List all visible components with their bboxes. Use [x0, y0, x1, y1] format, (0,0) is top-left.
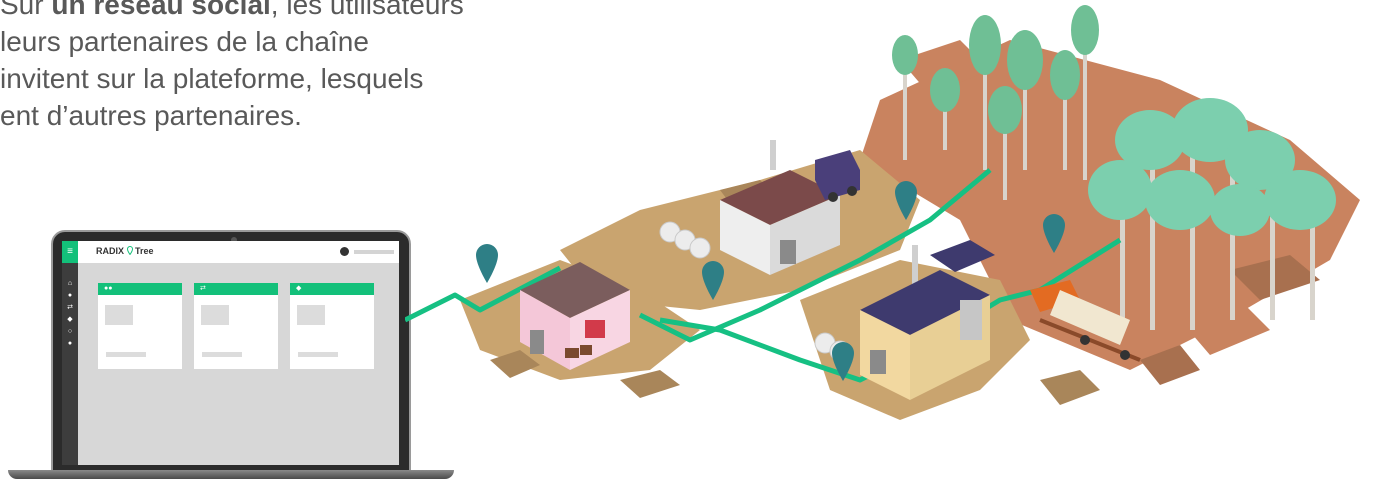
tag-icon[interactable]: ◆ — [62, 315, 78, 324]
app-screen: ≡ ⌂ ● ⇄ ◆ ○ ● RADIX Tree ●● ⇄ — [62, 241, 399, 465]
dashboard-card-products[interactable]: ◆ — [290, 283, 374, 369]
shuffle-icon[interactable]: ⇄ — [62, 303, 78, 312]
brand-right-text: Tree — [135, 246, 154, 256]
dashboard-card-exchanges[interactable]: ⇄ — [194, 283, 278, 369]
description-line-1-bold: un réseau social — [51, 0, 270, 20]
hamburger-icon[interactable]: ≡ — [62, 241, 78, 263]
card-placeholder — [297, 305, 325, 325]
laptop-base — [8, 470, 454, 479]
card-placeholder — [105, 305, 133, 325]
users-icon: ●● — [98, 283, 182, 295]
laptop-mockup: ≡ ⌂ ● ⇄ ◆ ○ ● RADIX Tree ●● ⇄ — [0, 230, 470, 479]
card-placeholder — [201, 305, 229, 325]
app-header: RADIX Tree — [78, 241, 399, 263]
tag-icon: ◆ — [290, 283, 374, 295]
user-name-placeholder — [354, 250, 394, 254]
dashboard-card-users[interactable]: ●● — [98, 283, 182, 369]
brand-left-text: RADIX — [96, 246, 124, 256]
shuffle-icon: ⇄ — [194, 283, 278, 295]
users-icon[interactable]: ● — [62, 291, 78, 300]
app-sidebar: ≡ ⌂ ● ⇄ ◆ ○ ● — [62, 241, 78, 465]
card-placeholder-line — [298, 352, 338, 357]
description-line-1-prefix: Sur — [0, 0, 51, 20]
help-icon[interactable]: ● — [62, 339, 78, 348]
card-placeholder-line — [106, 352, 146, 357]
user-avatar-icon[interactable] — [340, 247, 349, 256]
settings-icon[interactable]: ○ — [62, 327, 78, 336]
pin-icon — [127, 246, 133, 255]
supply-chain-illustration — [405, 0, 1379, 479]
map-pin-icon[interactable] — [476, 244, 498, 283]
home-icon[interactable]: ⌂ — [62, 279, 78, 288]
card-placeholder-line — [202, 352, 242, 357]
app-brand[interactable]: RADIX Tree — [96, 246, 154, 256]
